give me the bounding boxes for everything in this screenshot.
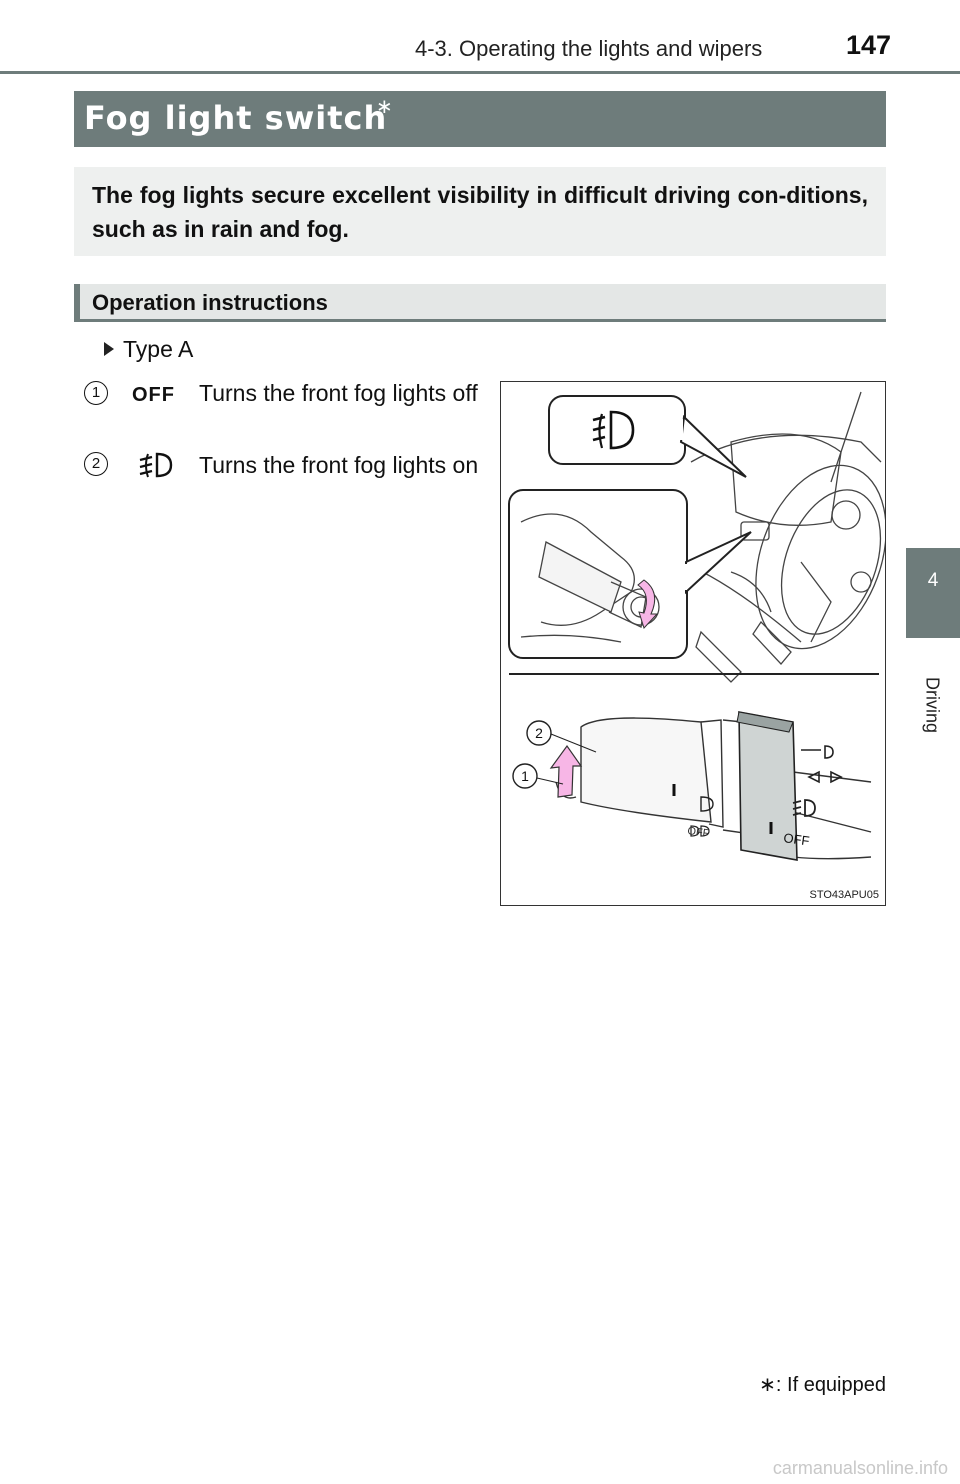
page-title: Fog light switch [84, 99, 388, 137]
lever-label-off-1: OFF [687, 825, 711, 840]
chapter-number: 4 [927, 570, 939, 591]
section-title: 4-3. Operating the lights and wipers [415, 36, 763, 61]
bullet-arrow-icon [104, 342, 114, 356]
fog-light-icon [592, 410, 635, 450]
page-number: 147 [846, 30, 892, 60]
footnote: ∗: If equipped [759, 1372, 886, 1397]
item-text-1: Turns the front fog lights off [199, 380, 478, 406]
fog-light-icon [139, 452, 173, 478]
lever-label-off-2: OFF [783, 830, 811, 848]
callout-1: 1 [521, 768, 529, 784]
equipped-marker: ∗ [376, 96, 393, 118]
item-number-1: 1 [84, 381, 108, 405]
chapter-label: Driving [922, 676, 943, 734]
item-number-2: 2 [84, 452, 108, 476]
watermark: carmanualsonline.info [772, 1458, 948, 1478]
type-label: Type A [123, 336, 194, 362]
off-symbol: OFF [132, 384, 175, 406]
footnote-marker: ∗ [759, 1374, 776, 1396]
chapter-tab [906, 548, 960, 638]
intro-text: The fog lights secure excellent visibili… [92, 182, 868, 242]
header-rule [0, 71, 960, 74]
title-bar [74, 91, 886, 147]
intro-box [74, 167, 886, 256]
callout-2: 2 [535, 725, 543, 741]
fog-switch-figure: OFF OFF 2 1 STO43APU05 [500, 381, 886, 906]
figure-code: STO43APU05 [809, 889, 879, 901]
section-heading-bar [74, 284, 886, 322]
illustration: OFF OFF 2 1 [508, 391, 885, 861]
section-heading: Operation instructions [92, 290, 328, 315]
footnote-text: : If equipped [775, 1374, 886, 1396]
item-text-2: Turns the front fog lights on [199, 452, 479, 478]
